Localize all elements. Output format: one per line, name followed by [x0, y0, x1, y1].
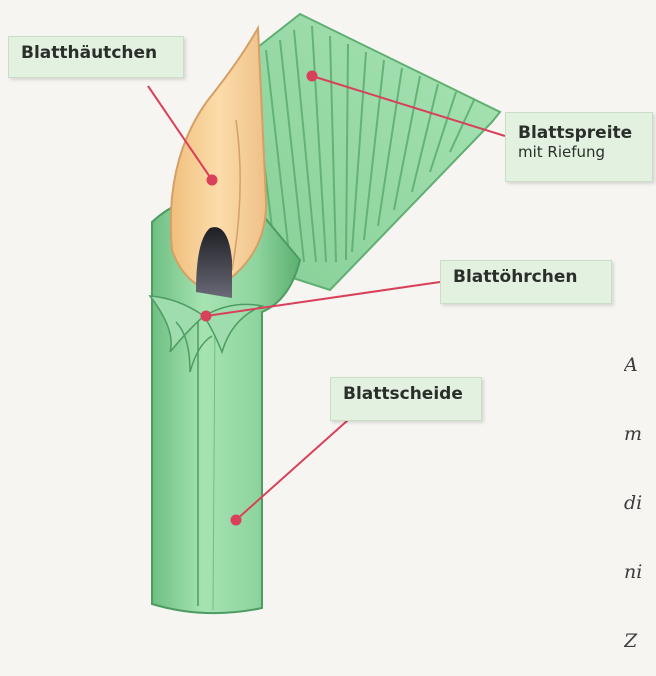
caption-line: ni: [624, 561, 656, 584]
caption-fragment: A m di ni Z: [624, 308, 656, 676]
caption-line: Z: [624, 630, 656, 653]
caption-line: A: [624, 354, 656, 377]
label-blattspreite: Blattspreite mit Riefung: [505, 112, 653, 182]
label-blatthaeutchen-text: Blatthäutchen: [21, 43, 171, 63]
label-blattscheide-text: Blattscheide: [343, 384, 469, 404]
caption-line: m: [624, 423, 656, 446]
label-blattspreite-text: Blattspreite: [518, 123, 640, 143]
label-blattoehrchen: Blattöhrchen: [440, 260, 612, 304]
label-blattoehrchen-text: Blattöhrchen: [453, 267, 599, 287]
label-blatthaeutchen: Blatthäutchen: [8, 36, 184, 78]
leaf-diagram: [0, 0, 656, 619]
label-blattscheide: Blattscheide: [330, 377, 482, 421]
caption-line: di: [624, 492, 656, 515]
label-blattspreite-sub: mit Riefung: [518, 143, 640, 161]
